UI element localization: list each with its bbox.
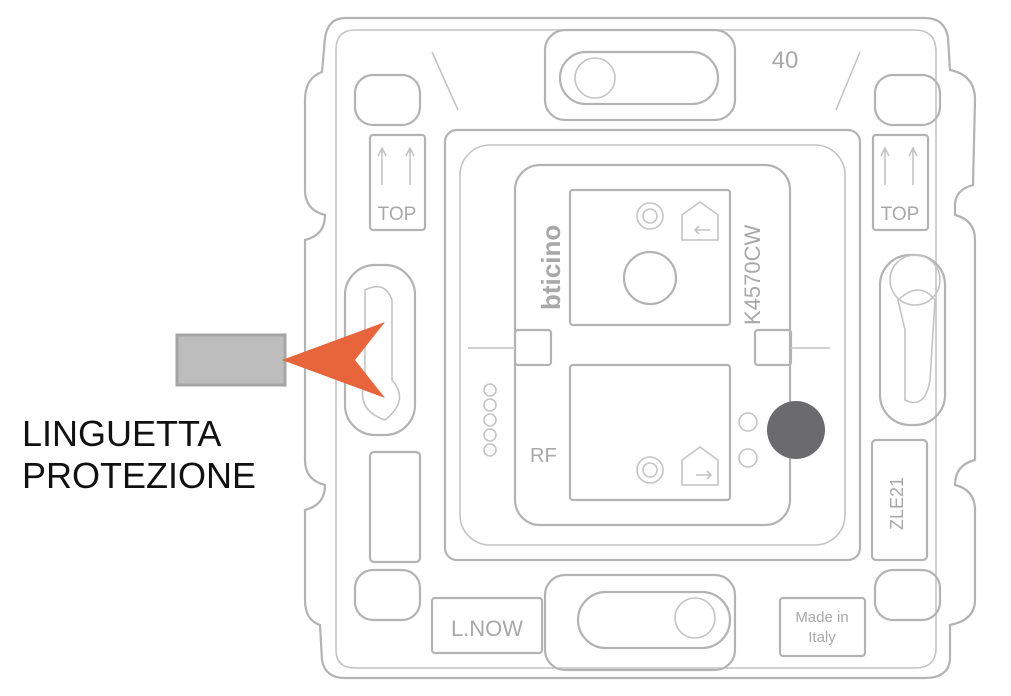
top-label-left: TOP bbox=[378, 204, 417, 225]
module-number: 40 bbox=[772, 47, 799, 74]
protection-tab bbox=[175, 333, 287, 387]
status-led-icons bbox=[483, 383, 758, 468]
side-code: ZLE21 bbox=[887, 477, 907, 530]
rf-label: RF bbox=[530, 445, 557, 467]
model-code: K4570CW bbox=[740, 224, 765, 325]
callout-label-line2: PROTEZIONE bbox=[22, 455, 257, 496]
brand-logo: bticino bbox=[536, 225, 566, 310]
top-label-right: TOP bbox=[881, 204, 920, 225]
made-in-line2: Italy bbox=[808, 629, 836, 646]
callout-label-line1: LINGUETTA bbox=[22, 413, 222, 454]
support-frame bbox=[303, 16, 977, 680]
callout-arrow-icon bbox=[282, 322, 385, 398]
made-in-line1: Made in bbox=[795, 609, 848, 626]
indicator-dot bbox=[767, 401, 825, 459]
series-label: L.NOW bbox=[451, 616, 523, 641]
